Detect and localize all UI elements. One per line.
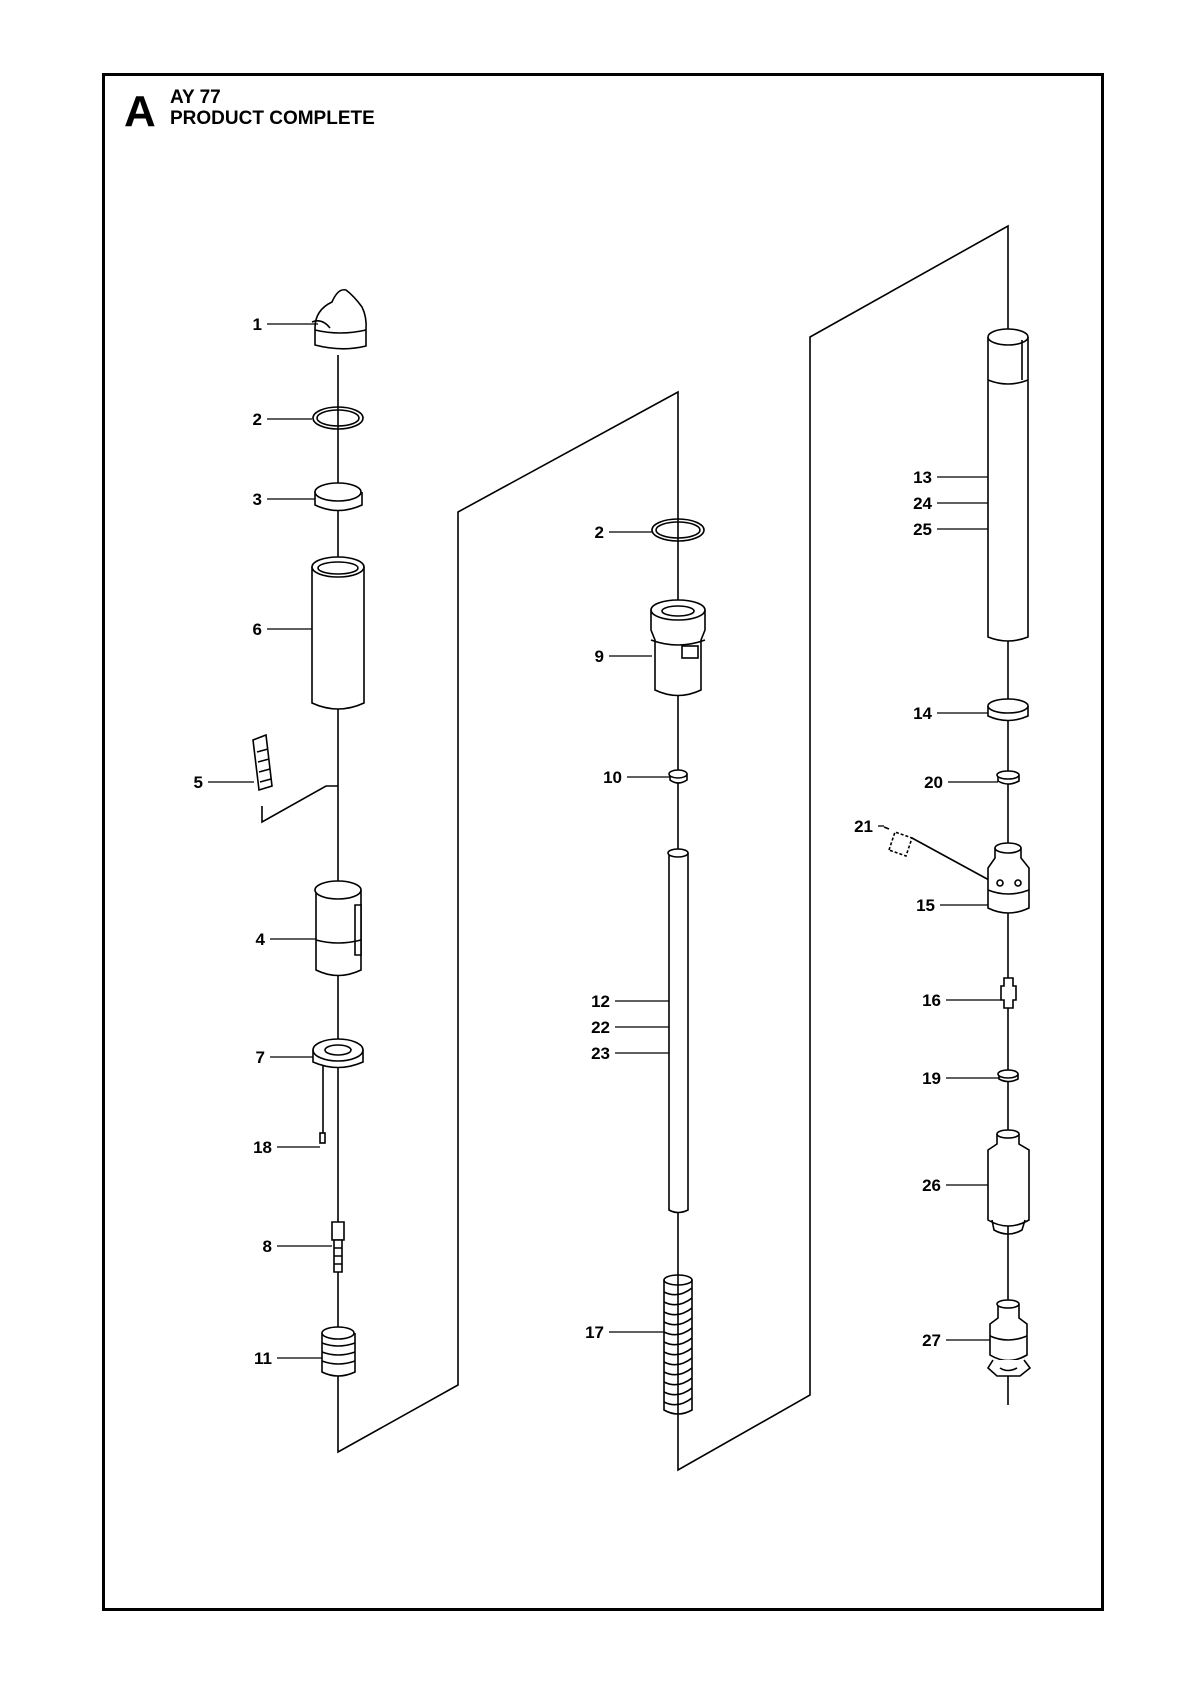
part-18-pin-icon [319,1132,326,1144]
callout-19: 19 [922,1069,941,1088]
callout-25: 25 [913,520,932,539]
callout-5: 5 [194,773,203,792]
callout-11: 11 [254,1349,272,1368]
part-12-shaft-icon [667,848,689,1214]
callout-22: 22 [591,1018,610,1037]
section-code: AY 77 [170,87,221,108]
part-1-cap-icon [311,288,367,350]
part-21-clip-icon [883,826,1001,887]
callout-26: 26 [922,1176,941,1195]
part-8-nipple-icon [331,1221,345,1273]
part-10-washer-icon [668,769,688,784]
part-14-ring-icon [987,698,1029,722]
callout-1: 1 [253,315,262,334]
part-16-nipple-icon [1000,977,1017,1009]
section-title: PRODUCT COMPLETE [170,108,375,129]
part-27-end-fitting-icon [986,1299,1032,1377]
callout-3: 3 [253,490,262,509]
callout-23: 23 [591,1044,610,1063]
callout-4: 4 [256,930,266,949]
part-11-threaded-end-icon [321,1326,356,1377]
callout-12: 12 [591,992,610,1011]
leader-lines [208,323,1001,1359]
part-19-washer-icon [997,1069,1019,1083]
part-9-coupling-icon [650,599,706,697]
callout-27: 27 [922,1331,941,1350]
callout-24: 24 [913,494,932,513]
callout-20: 20 [924,773,943,792]
part-2b-o-ring-icon [651,518,705,542]
part-13-tube-icon [987,328,1029,642]
part-7-bearing-icon [312,1038,364,1134]
part-6-sleeve-icon [311,556,365,710]
part-15-bushing-icon [987,842,1030,914]
part-2-o-ring-icon [312,406,364,430]
diagram-frame [102,73,1104,1611]
part-20-ring-icon [996,770,1020,785]
callout-9: 9 [595,647,604,666]
callout-labels: 1 2 3 6 5 4 7 18 8 11 2 9 10 12 22 23 17… [194,315,943,1368]
callout-7: 7 [256,1048,265,1067]
callout-10: 10 [603,768,622,787]
callout-18: 18 [253,1138,272,1157]
part-5-strip-icon [252,733,273,792]
callout-15: 15 [916,896,935,915]
part-3-disc-icon [314,482,363,512]
callout-21: 21 [854,817,873,836]
part-4-body-icon [314,880,362,977]
callout-14: 14 [913,704,932,723]
section-letter: A [124,87,156,136]
callout-2b: 2 [595,523,604,542]
callout-2: 2 [253,410,262,429]
callout-13: 13 [913,468,932,487]
callout-8: 8 [263,1237,272,1256]
part-26-housing-icon [987,1129,1030,1235]
callout-6: 6 [253,620,262,639]
callout-17: 17 [585,1323,604,1342]
callout-16: 16 [922,991,941,1010]
part-17-spring-icon [663,1274,693,1415]
